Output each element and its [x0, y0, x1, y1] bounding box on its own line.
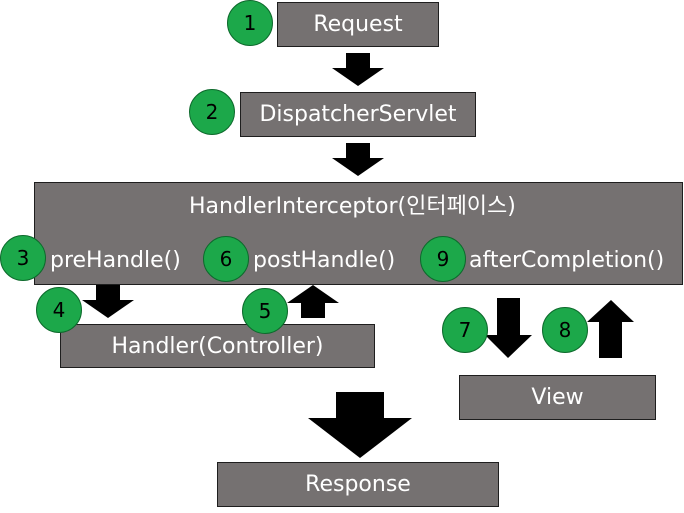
step-badge-7: 7	[442, 307, 488, 353]
step-badge-5: 5	[242, 288, 288, 334]
step-badge-9: 9	[420, 236, 466, 282]
step-badge-6: 6	[203, 236, 249, 282]
arrow-handler-to-posthandle	[287, 285, 339, 318]
handler-controller-box: Handler(Controller)	[60, 324, 375, 368]
dispatcher-servlet-box: DispatcherServlet	[240, 92, 476, 137]
step-badge-4: 4	[36, 287, 82, 333]
arrow-dispatcher-to-interceptor	[332, 143, 384, 176]
response-label: Response	[305, 472, 411, 497]
step-badge-8: 8	[542, 307, 588, 353]
step-badge-2: 2	[189, 89, 235, 135]
arrow-interceptor-to-view	[485, 298, 532, 358]
request-label: Request	[313, 12, 403, 37]
arrow-prehandle-to-handler	[82, 285, 134, 318]
arrow-view-to-aftercompletion	[587, 300, 634, 358]
arrow-handler-to-response	[308, 392, 412, 458]
handler-interceptor-title: HandlerInterceptor(인터페이스)	[189, 194, 516, 219]
dispatcher-servlet-label: DispatcherServlet	[259, 102, 457, 127]
step-badge-3: 3	[0, 235, 46, 281]
prehandle-label: preHandle()	[50, 248, 181, 273]
view-label: View	[531, 385, 584, 410]
handler-controller-label: Handler(Controller)	[111, 333, 324, 359]
response-box: Response	[217, 462, 499, 507]
arrow-request-to-dispatcher	[332, 53, 384, 86]
aftercompletion-label: afterCompletion()	[469, 248, 665, 273]
step-badge-1: 1	[227, 0, 273, 46]
view-box: View	[459, 375, 656, 420]
request-box: Request	[277, 2, 439, 47]
posthandle-label: postHandle()	[253, 248, 396, 273]
handler-interceptor-box	[34, 182, 683, 285]
